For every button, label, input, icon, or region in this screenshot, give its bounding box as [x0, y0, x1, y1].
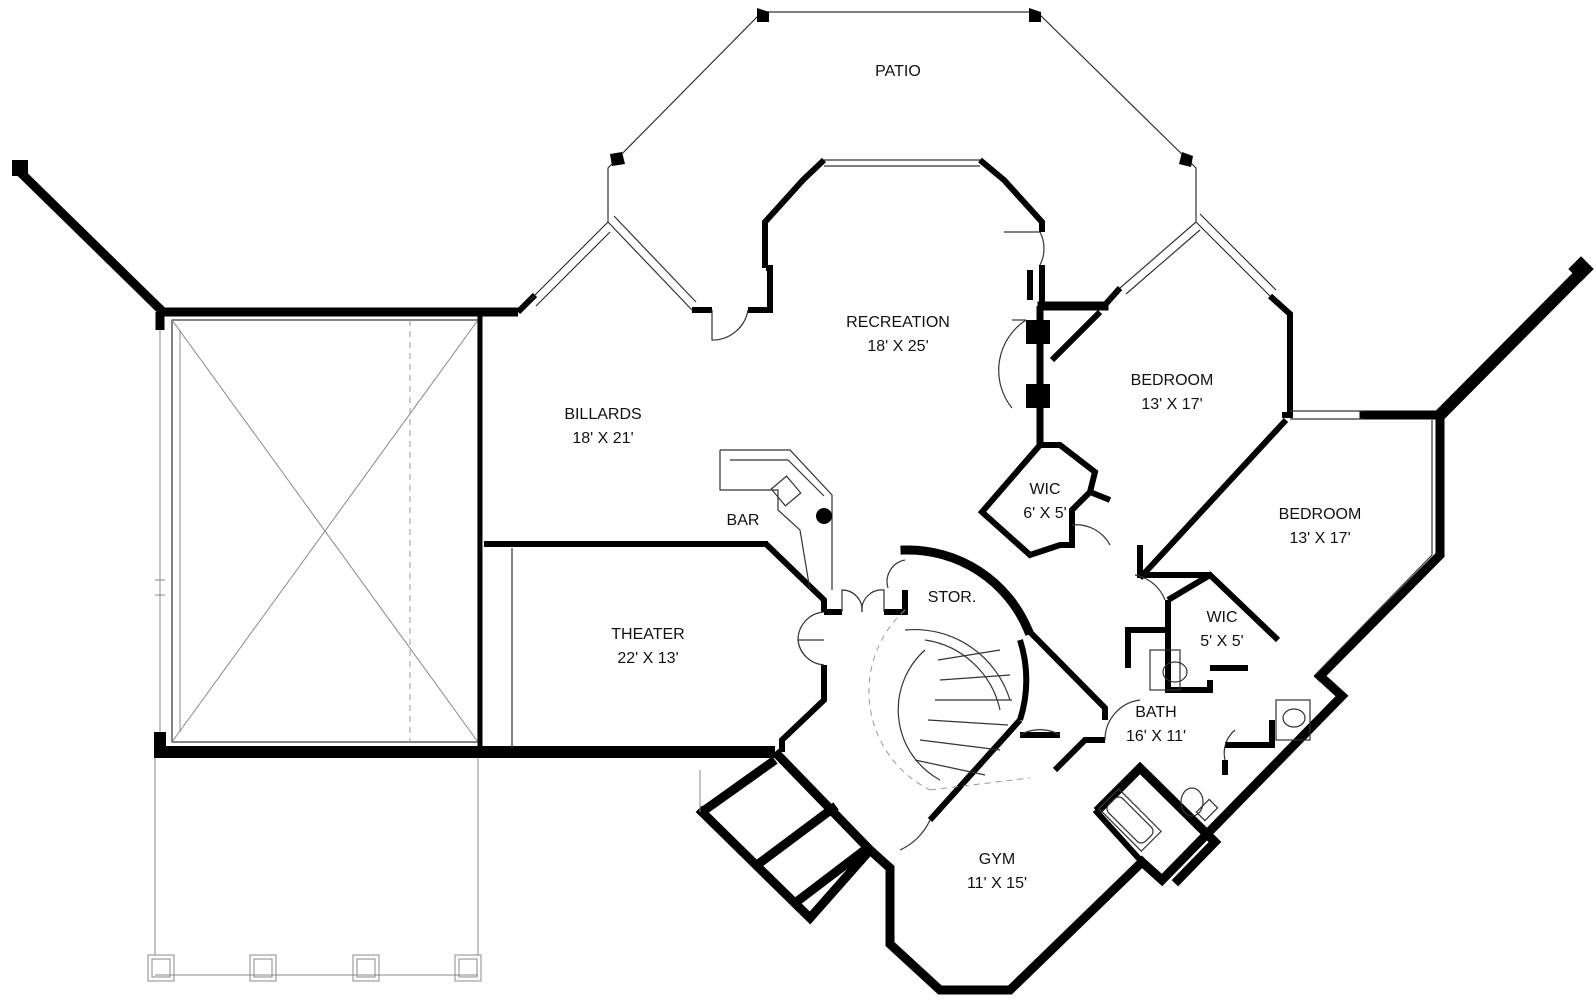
patio-outline [607, 8, 1197, 222]
recreation-size: 18' X 25' [867, 338, 928, 355]
bath-size: 16' X 11' [1126, 728, 1186, 745]
bedroom-1-label: BEDROOM [1131, 372, 1214, 389]
room-labels: PATIO RECREATION 18' X 25' BILLARDS 18' … [564, 63, 1361, 892]
storage-label: STOR. [928, 589, 977, 606]
exterior-walls [12, 157, 1594, 995]
bedroom-1-size: 13' X 17' [1141, 396, 1202, 413]
theater-size: 22' X 13' [617, 650, 678, 667]
gym-label: GYM [979, 851, 1015, 868]
wic-1-size: 6' X 5' [1023, 505, 1066, 522]
wic-2-label: WIC [1206, 609, 1237, 626]
wic-1-label: WIC [1029, 481, 1060, 498]
billiards-size: 18' X 21' [572, 430, 633, 447]
bedroom-2-size: 13' X 17' [1289, 530, 1350, 547]
porch [147, 758, 701, 982]
recreation-label: RECREATION [846, 314, 950, 331]
windows [529, 159, 1433, 677]
theater-label: THEATER [611, 626, 684, 643]
bedroom-2-label: BEDROOM [1279, 506, 1362, 523]
wic-2-size: 5' X 5' [1200, 633, 1243, 650]
patio-label: PATIO [875, 63, 921, 80]
doors [711, 231, 1236, 851]
gym-size: 11' X 15' [967, 875, 1027, 892]
billiards-label: BILLARDS [564, 406, 641, 423]
garage-area [155, 319, 479, 743]
bath-label: BATH [1135, 704, 1176, 721]
interior-walls [477, 270, 1311, 887]
bar-label: BAR [727, 512, 760, 529]
